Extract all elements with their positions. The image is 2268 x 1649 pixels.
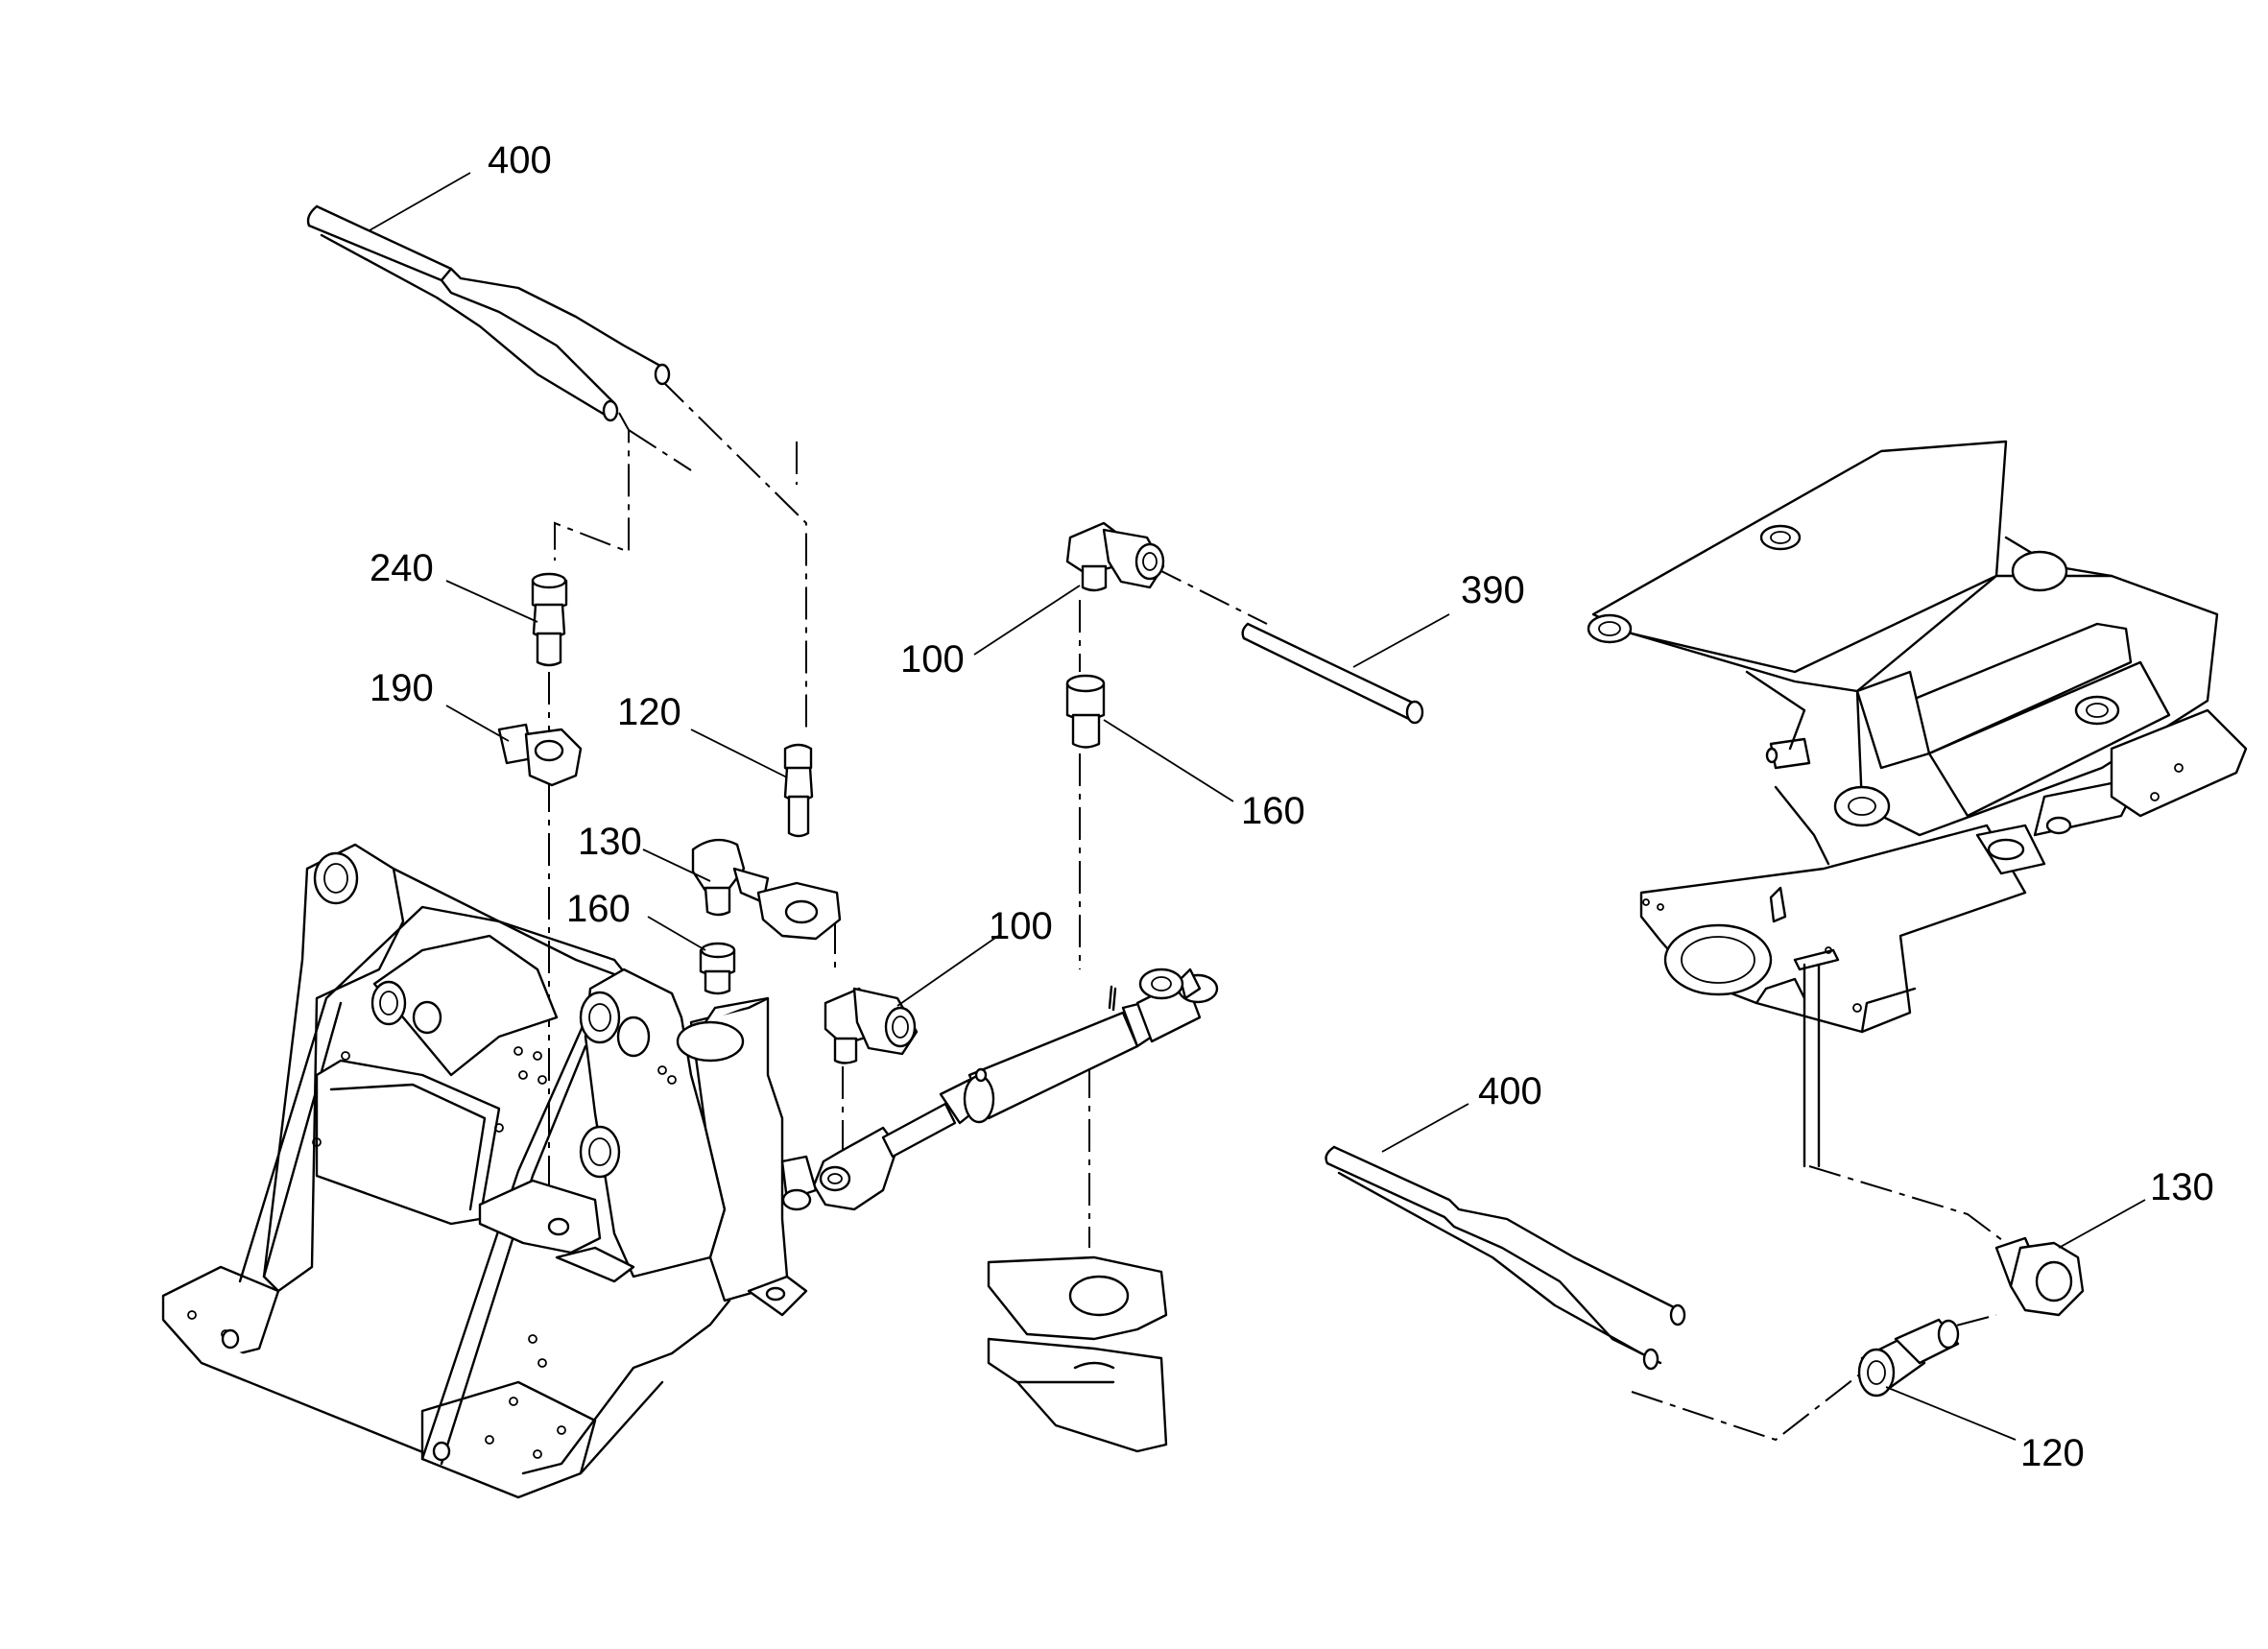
callout-240: 240 <box>370 547 434 589</box>
callout-160-right: 160 <box>1241 790 1305 832</box>
chassis-assembly-right <box>1587 440 2248 1168</box>
callout-190: 190 <box>370 667 434 709</box>
callout-400-right: 400 <box>1478 1070 1542 1112</box>
callout-120-left: 120 <box>617 691 681 733</box>
fitting-120-left <box>783 743 814 838</box>
main-frame-left <box>161 843 818 1499</box>
fitting-100-mid <box>824 987 919 1064</box>
fitting-120-right <box>1857 1318 1960 1398</box>
pipe-390 <box>1241 622 1424 725</box>
callout-120-right: 120 <box>2020 1432 2085 1474</box>
fitting-100-top <box>1065 521 1165 592</box>
assembly-centerlines <box>548 378 2026 1442</box>
callout-100-mid: 100 <box>989 905 1053 947</box>
callout-100-top: 100 <box>900 638 965 681</box>
callout-160-left: 160 <box>566 888 631 930</box>
callout-400-top: 400 <box>488 139 552 181</box>
hydraulic-cylinder <box>812 968 1219 1211</box>
callout-numbers: 400 240 190 120 130 160 100 100 390 160 … <box>370 139 2214 1474</box>
fitting-160-left <box>699 942 736 995</box>
fitting-130-left <box>691 838 842 941</box>
fitting-130-right <box>1994 1236 2085 1317</box>
fitting-190 <box>497 723 583 787</box>
fitting-160-right <box>1065 674 1106 749</box>
leader-lines <box>369 172 2146 1441</box>
hydraulic-pipe-400-right <box>1325 1145 1686 1371</box>
mounting-bracket <box>987 1255 1168 1453</box>
hydraulic-pipe-400-top <box>306 204 671 422</box>
callout-390: 390 <box>1461 569 1525 611</box>
callout-130-left: 130 <box>578 821 642 863</box>
fitting-240 <box>531 572 568 667</box>
callout-130-right: 130 <box>2150 1166 2214 1208</box>
